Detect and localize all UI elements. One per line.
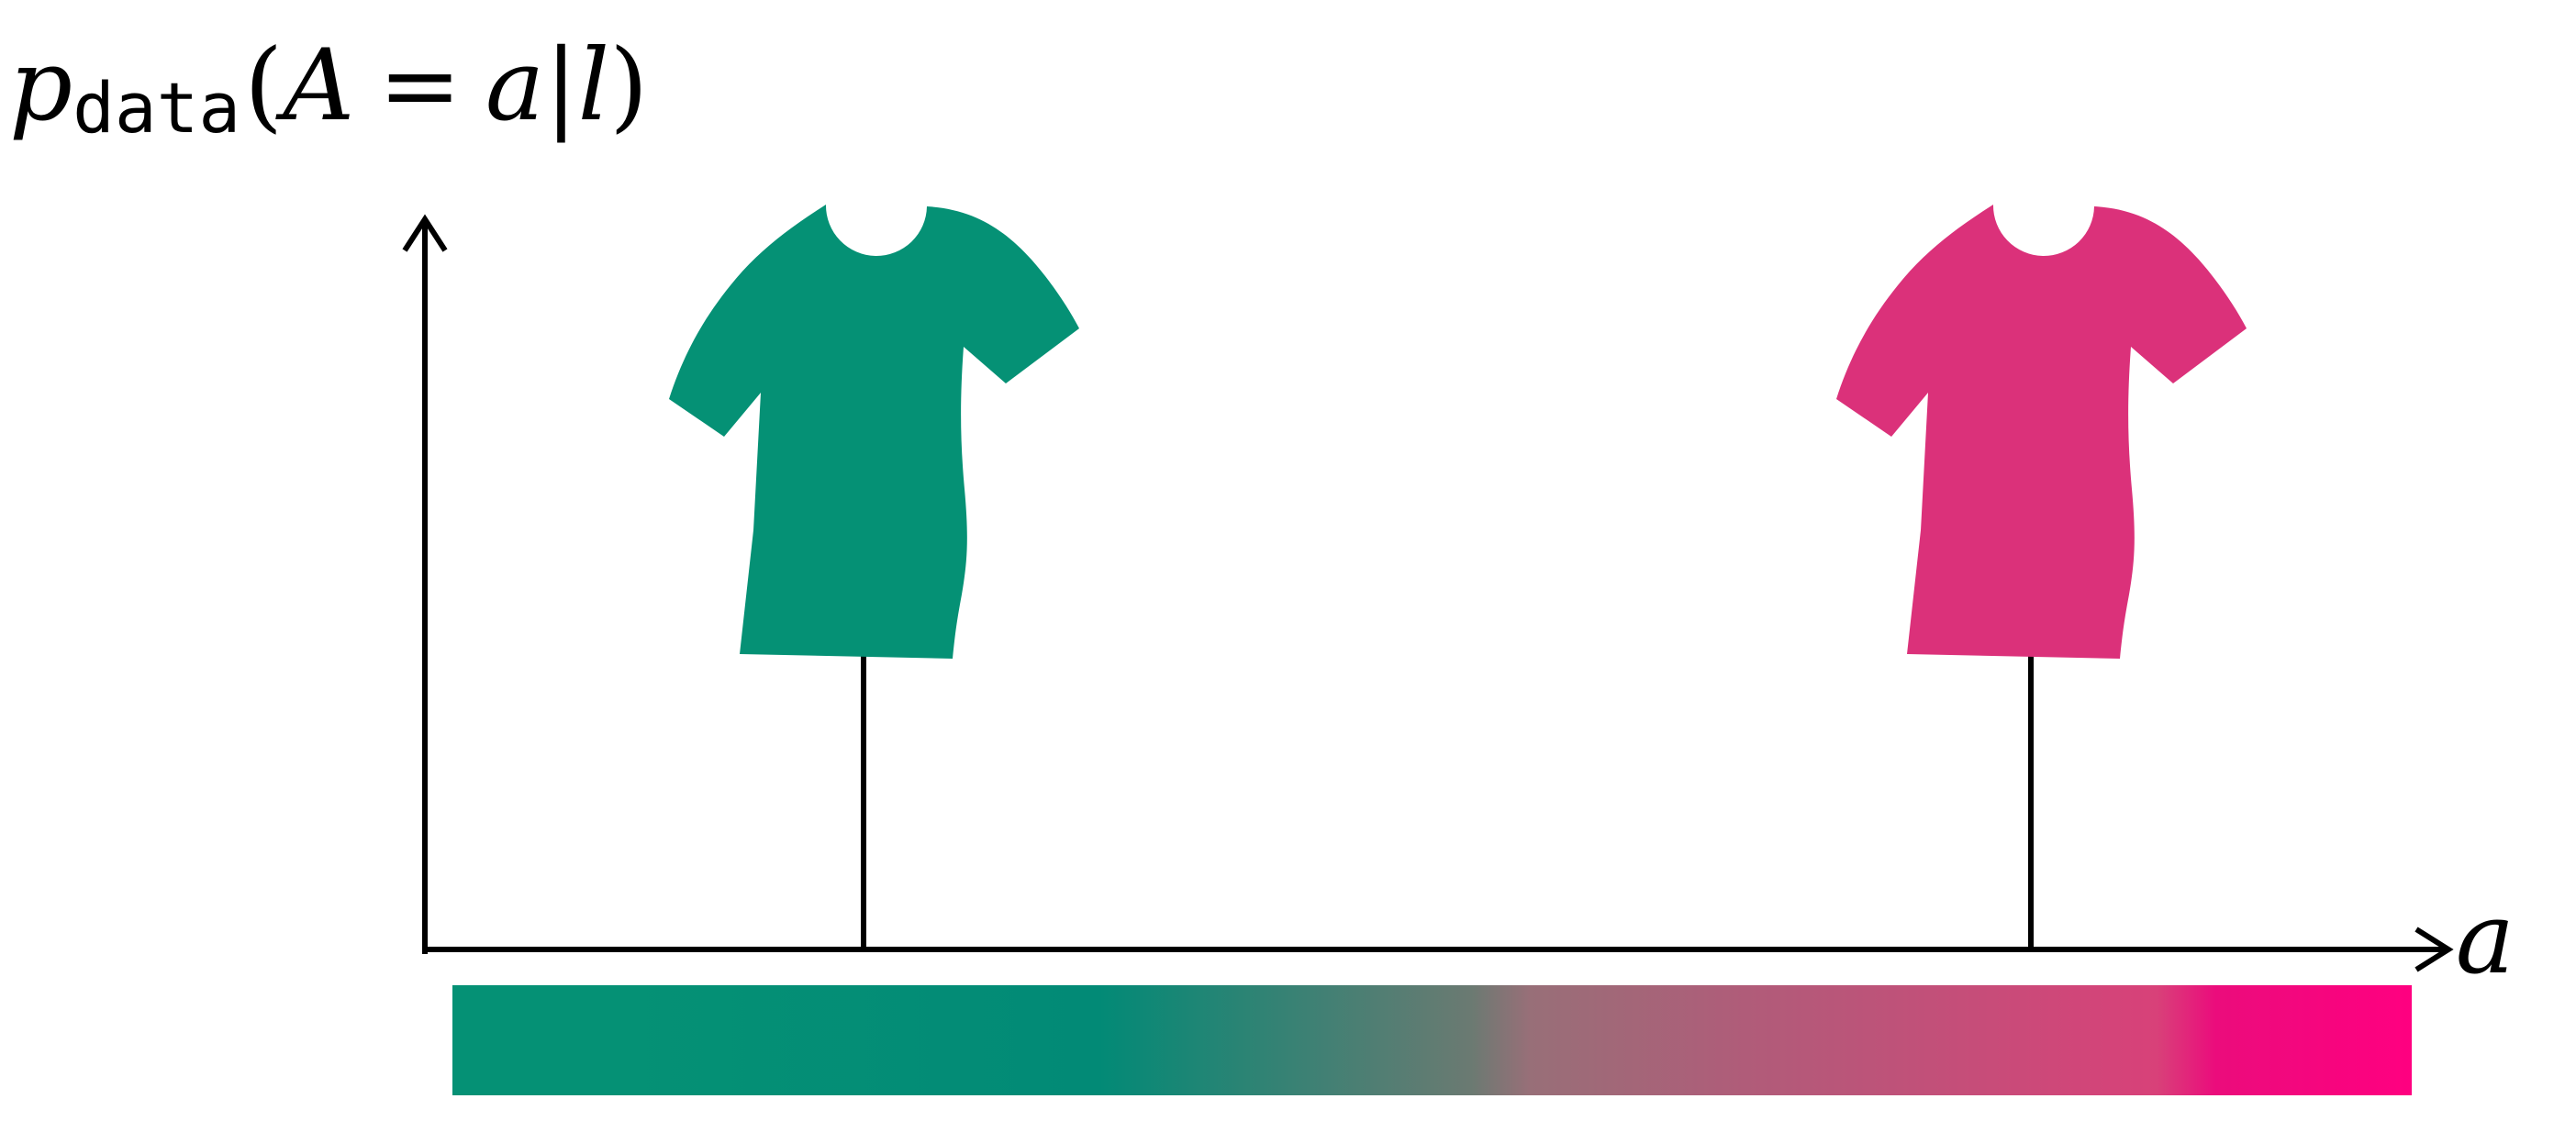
t-shirt-icon (1836, 205, 2247, 659)
formula-subscript: data (72, 67, 240, 149)
t-shirt-icon (669, 205, 1079, 659)
formula-close-paren: ) (609, 28, 648, 143)
formula-equals: = (378, 28, 462, 143)
formula-bar: | (544, 28, 577, 143)
formula-open-paren: ( (244, 28, 283, 143)
x-axis-label: a (2456, 882, 2515, 996)
x-axis-arrowhead (2414, 927, 2454, 972)
y-axis-arrowhead (402, 214, 448, 252)
formula-value: a (485, 28, 544, 143)
formula-variable: A (274, 28, 354, 143)
formula-title: pdata(A=a|l) (9, 28, 648, 149)
item-left (669, 205, 1079, 949)
formula-condition: l (578, 28, 610, 143)
item-right (1836, 205, 2247, 949)
color-gradient-bar (452, 985, 2412, 1095)
formula-p: p (9, 28, 72, 143)
